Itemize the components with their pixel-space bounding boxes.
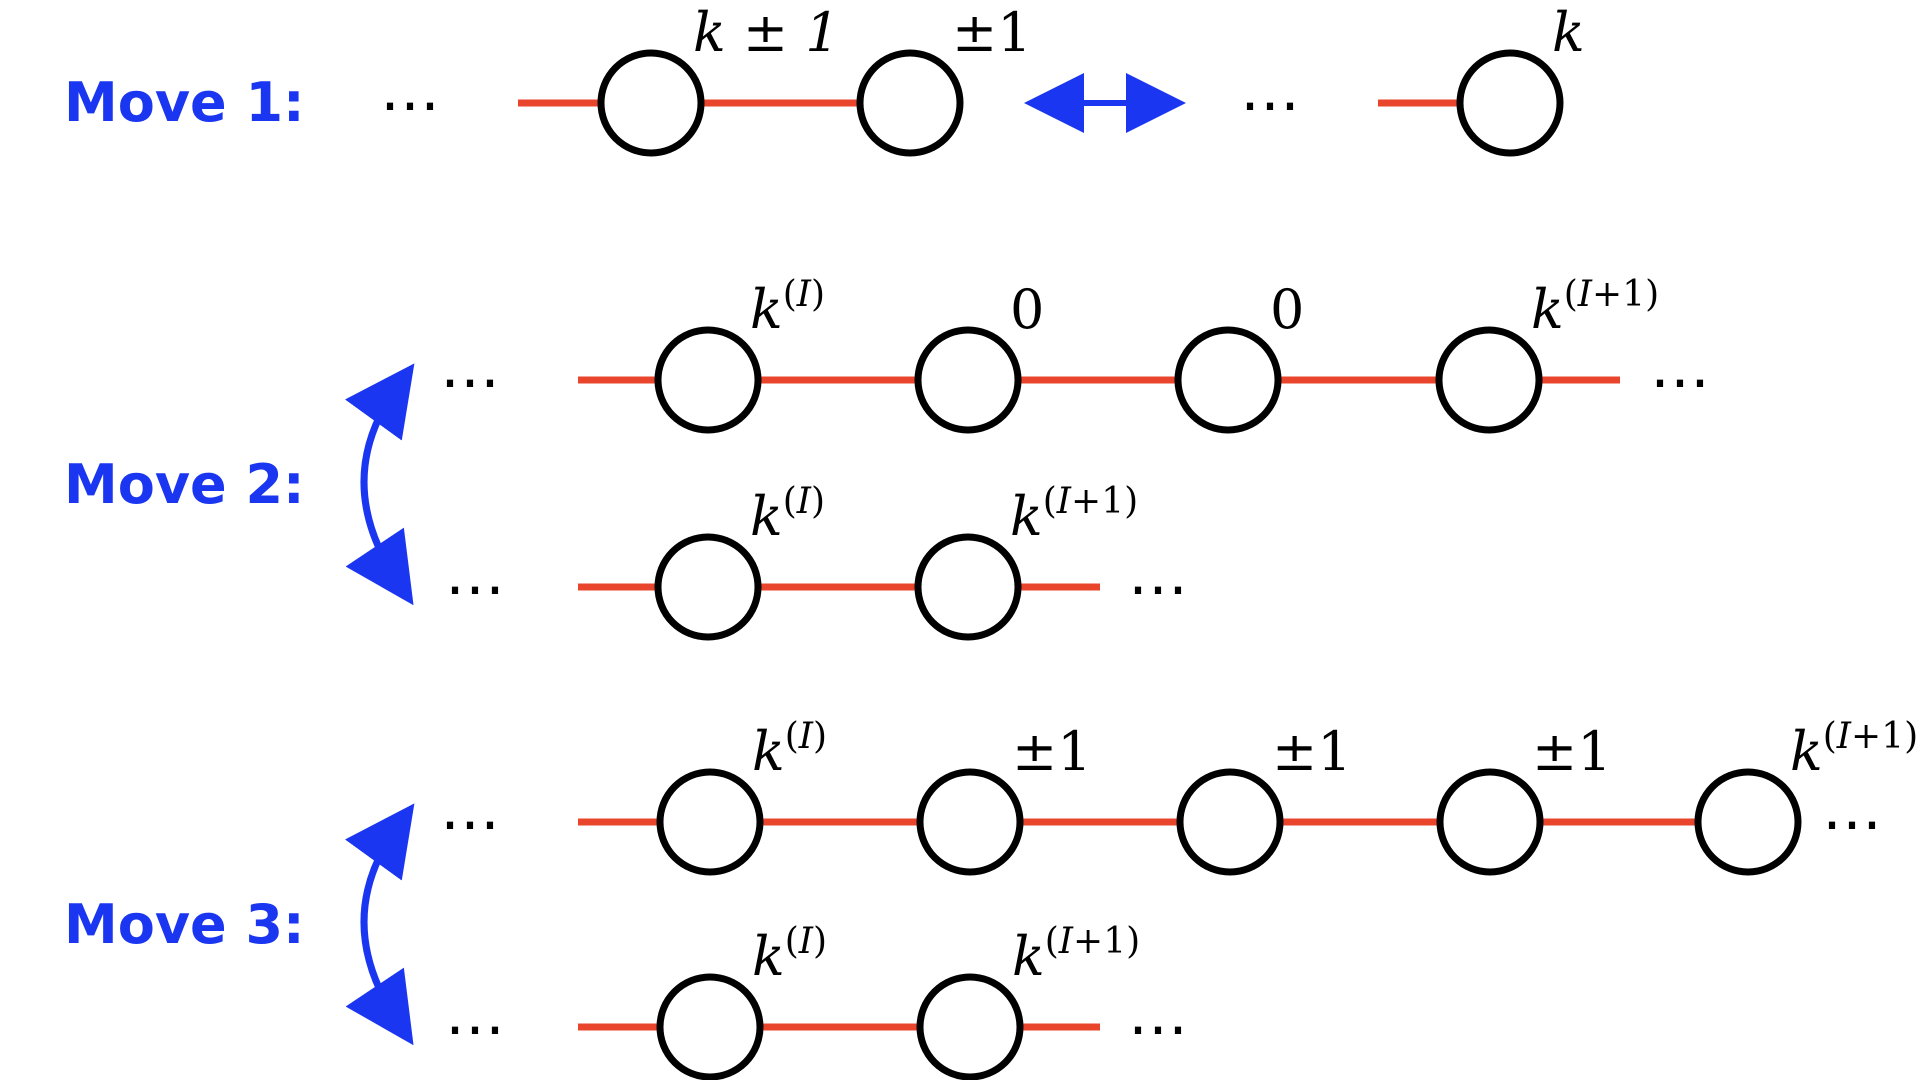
move-1-right-node-0 [1456, 49, 1564, 157]
move-2-top-node-0 [654, 326, 762, 434]
move-2-top-node-label-1: 0 [1010, 278, 1044, 341]
move-2-top-node-label-0: k(I) [750, 274, 825, 341]
move-2-bottom-node-1 [914, 533, 1022, 641]
move-3-bottom-ellipsis-left: ⋯ [445, 994, 511, 1064]
move-3-bottom-node-label-1: k(I+1) [1012, 921, 1140, 988]
move-2-bottom-ellipsis-left: ⋯ [445, 554, 511, 624]
move-2-label: Move 2: [64, 453, 305, 516]
move-3-equivalence-arrow-icon [345, 803, 415, 1046]
move-2-top-ellipsis-left: ⋯ [440, 347, 506, 417]
move-3-top-node-label-1: ±1 [1012, 720, 1092, 783]
move-3-top-ellipsis-right: ⋯ [1822, 789, 1888, 859]
move-3-top-node-4 [1694, 768, 1802, 876]
move-1-left-ellipsis-left: ⋯ [380, 70, 446, 140]
move-2-top-node-2 [1174, 326, 1282, 434]
move-2-top-ellipsis-right: ⋯ [1650, 347, 1716, 417]
move-2-equivalence-arrow-icon [345, 363, 415, 606]
move-3-bottom-node-label-0: k(I) [752, 921, 827, 988]
move-1-left-node-label-1: ±1 [952, 1, 1032, 64]
move-1-right-ellipsis-left: ⋯ [1240, 70, 1306, 140]
move-1-label: Move 1: [64, 71, 305, 134]
move-2-bottom-node-0 [654, 533, 762, 641]
move-1-left-node-label-0: k ± 1 [693, 1, 840, 64]
move-2-top-node-1 [914, 326, 1022, 434]
move-3-top-node-3 [1436, 768, 1544, 876]
move-3-top-node-label-0: k(I) [752, 716, 827, 783]
move-1-left-node-0 [597, 49, 705, 157]
move-3-top-node-1 [916, 768, 1024, 876]
move-3-top-node-2 [1176, 768, 1284, 876]
move-2-bottom-node-label-0: k(I) [750, 481, 825, 548]
move-2-top-node-label-3: k(I+1) [1531, 274, 1659, 341]
move-2-top-node-label-2: 0 [1270, 278, 1304, 341]
move-3-top-node-0 [656, 768, 764, 876]
move-3-bottom-node-0 [656, 973, 764, 1080]
move-1-right-node-label-0: k [1552, 1, 1585, 64]
move-3-top-node-label-3: ±1 [1532, 720, 1612, 783]
move-1-left-node-1 [856, 49, 964, 157]
move-2-bottom-node-label-1: k(I+1) [1010, 481, 1138, 548]
move-3-top-node-label-4: k(I+1) [1790, 716, 1918, 783]
move-2-bottom-ellipsis-right: ⋯ [1128, 554, 1194, 624]
move-3-bottom-ellipsis-right: ⋯ [1128, 994, 1194, 1064]
move-3-top-ellipsis-left: ⋯ [440, 789, 506, 859]
move-3-top-node-label-2: ±1 [1272, 720, 1352, 783]
move-2-top-node-3 [1435, 326, 1543, 434]
move-3-bottom-node-1 [916, 973, 1024, 1080]
move-3-label: Move 3: [64, 893, 305, 956]
